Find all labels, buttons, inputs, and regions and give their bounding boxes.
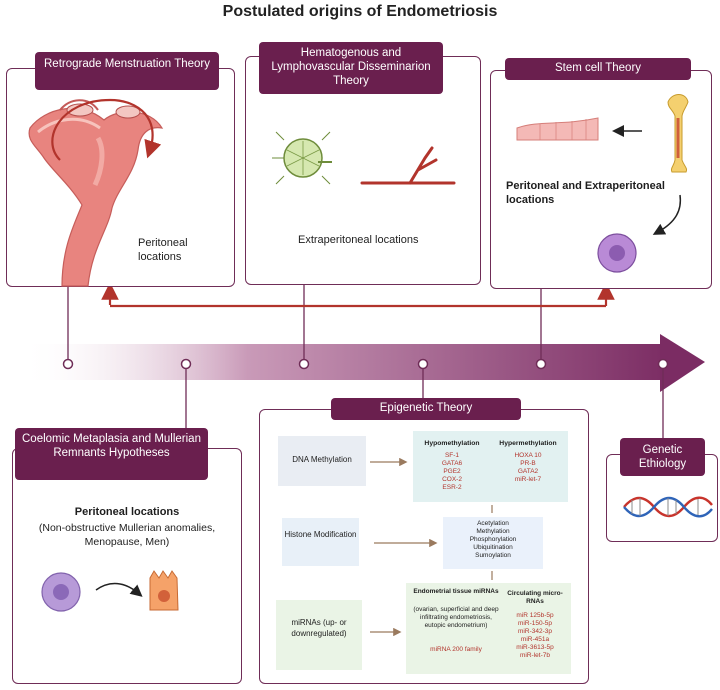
methylation-detail-box	[413, 431, 568, 502]
list-item: Phosphorylation	[469, 536, 517, 543]
stem-cell-location: Peritoneal and Extraperitoneal locations	[506, 180, 665, 206]
list-item: PR-B	[520, 460, 536, 467]
retrograde-location: Peritoneal locations	[138, 237, 188, 263]
hypermethylation-list: HOXA 10 PR-B GATA2 miR-let-7	[494, 452, 562, 484]
list-item: miR-let-7b	[520, 652, 550, 659]
stem-cell-header: Stem cell Theory	[505, 58, 691, 80]
list-item: miR-3613-5p	[516, 644, 554, 651]
list-item: Ubiquitination	[473, 544, 513, 551]
histone-detail-box	[443, 517, 543, 569]
list-item: miR-let-7	[514, 476, 542, 483]
list-item: GATA2	[517, 468, 539, 475]
list-item: miR 125b-5p	[516, 612, 554, 619]
hypermethylation-title: Hypermethylation	[499, 440, 557, 447]
retrograde-header: Retrograde Menstruation Theory	[35, 52, 219, 90]
timeline-arrow	[20, 334, 705, 392]
timeline-node	[417, 358, 429, 370]
timeline-node	[298, 358, 310, 370]
timeline-node	[657, 358, 669, 370]
dna-methylation-label: DNA Methylation	[292, 455, 352, 464]
histone-label: Histone Modification	[284, 530, 357, 539]
hypomethylation-title: Hypomethylation	[424, 440, 480, 447]
list-item: GATA6	[441, 460, 463, 467]
coelomic-detail: (Non-obstructive Mullerian anomalies, Me…	[38, 522, 216, 548]
page-title: Postulated origins of Endometriosis	[222, 3, 498, 20]
red-connector-arrows	[101, 282, 615, 308]
list-item: COX-2	[442, 476, 462, 483]
list-item: PGE2	[443, 468, 461, 475]
genetic-header: Genetic Ethiology	[620, 438, 705, 476]
mirnas-box	[276, 600, 362, 670]
coelomic-header: Coelomic Metaplasia and Mullerian Remnan…	[15, 428, 208, 480]
coelomic-panel	[12, 448, 242, 684]
histone-list: Acetylation Methylation Phosphorylation …	[443, 520, 543, 560]
epigenetic-header: Epigenetic Theory	[331, 398, 521, 420]
hypomethylation-list: SF-1 GATA6 PGE2 COX-2 ESR-2	[418, 452, 486, 492]
mirna-detail-box	[406, 583, 571, 674]
dna-methylation-box	[278, 436, 366, 486]
list-item: miR-150-5p	[518, 620, 552, 627]
tissue-mirna-family: miRNA 200 family	[430, 646, 482, 653]
list-item: miR-342-3p	[518, 628, 552, 635]
timeline-node	[535, 358, 547, 370]
retrograde-panel	[6, 68, 235, 287]
circulating-mirna-title: Circulating micro-RNAs	[507, 590, 563, 605]
list-item: Sumoylation	[475, 552, 511, 559]
histone-box	[282, 518, 359, 566]
hematogenous-header: Hematogenous and Lymphovascular Dissemin…	[259, 42, 443, 94]
timeline-node	[62, 358, 74, 370]
list-item: Methylation	[476, 528, 510, 535]
circulating-mirna-list: miR 125b-5p miR-150-5p miR-342-3p miR-45…	[504, 612, 566, 660]
mirnas-label: miRNAs (up- or downregulated)	[291, 618, 347, 638]
list-item: Acetylation	[477, 520, 509, 527]
tissue-mirna-desc: (ovarian, superficial and deep infiltrat…	[413, 606, 499, 629]
coelomic-location: Peritoneal locations	[74, 506, 180, 518]
timeline-node	[180, 358, 192, 370]
list-item: SF-1	[444, 452, 460, 459]
list-item: miR-451a	[520, 636, 550, 643]
list-item: ESR-2	[442, 484, 462, 491]
hematogenous-location: Extraperitoneal locations	[298, 234, 419, 246]
tissue-mirna-title: Endometrial tissue miRNAs	[413, 588, 499, 595]
list-item: HOXA 10	[514, 452, 542, 459]
